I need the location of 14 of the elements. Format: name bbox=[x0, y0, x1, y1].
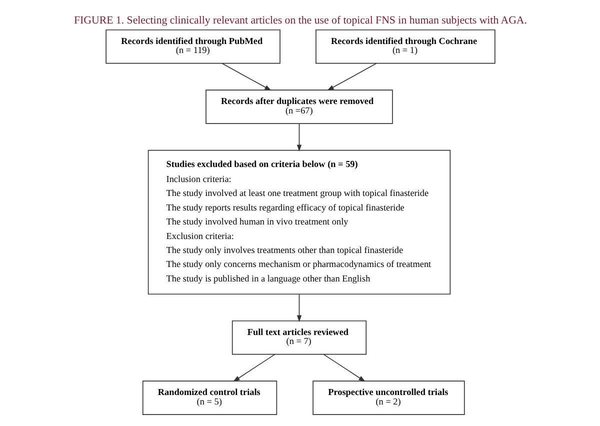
arrow bbox=[326, 63, 376, 91]
diagram-title: FIGURE 1. Selecting clinically relevant articles on the use of topical FNS in human subjects with AGA. bbox=[74, 14, 526, 27]
node-box: Randomized control trials (n = 5) bbox=[142, 380, 277, 415]
arrow bbox=[296, 123, 302, 152]
arrow bbox=[296, 294, 302, 322]
arrow bbox=[232, 354, 275, 382]
node-box: Records identified through Cochrane (n = 1) bbox=[315, 29, 495, 64]
arrow bbox=[322, 354, 365, 382]
node-box: Records after duplicates were removed (n =67) bbox=[205, 90, 392, 124]
node-box: Records identified through PubMed (n = 119) bbox=[105, 29, 280, 64]
arrow bbox=[221, 63, 271, 91]
node-box: Prospective uncontrolled trials (n = 2) bbox=[312, 380, 464, 415]
node-box: Full text articles reviewed (n = 7) bbox=[231, 320, 366, 355]
node-box: Studies excluded based on criteria below (n = 59) Inclusion criteria: The study involved at least one treatment group with topical finasteride The study reports results regarding efficacy of topical finasteride The study involved human in vivo treatment only Exclusion criteria: The study only involves treatments other than topical finasteride The study only concerns mechanism or pharmacodynamics of treatment The study is published in a language other than English bbox=[147, 150, 450, 295]
